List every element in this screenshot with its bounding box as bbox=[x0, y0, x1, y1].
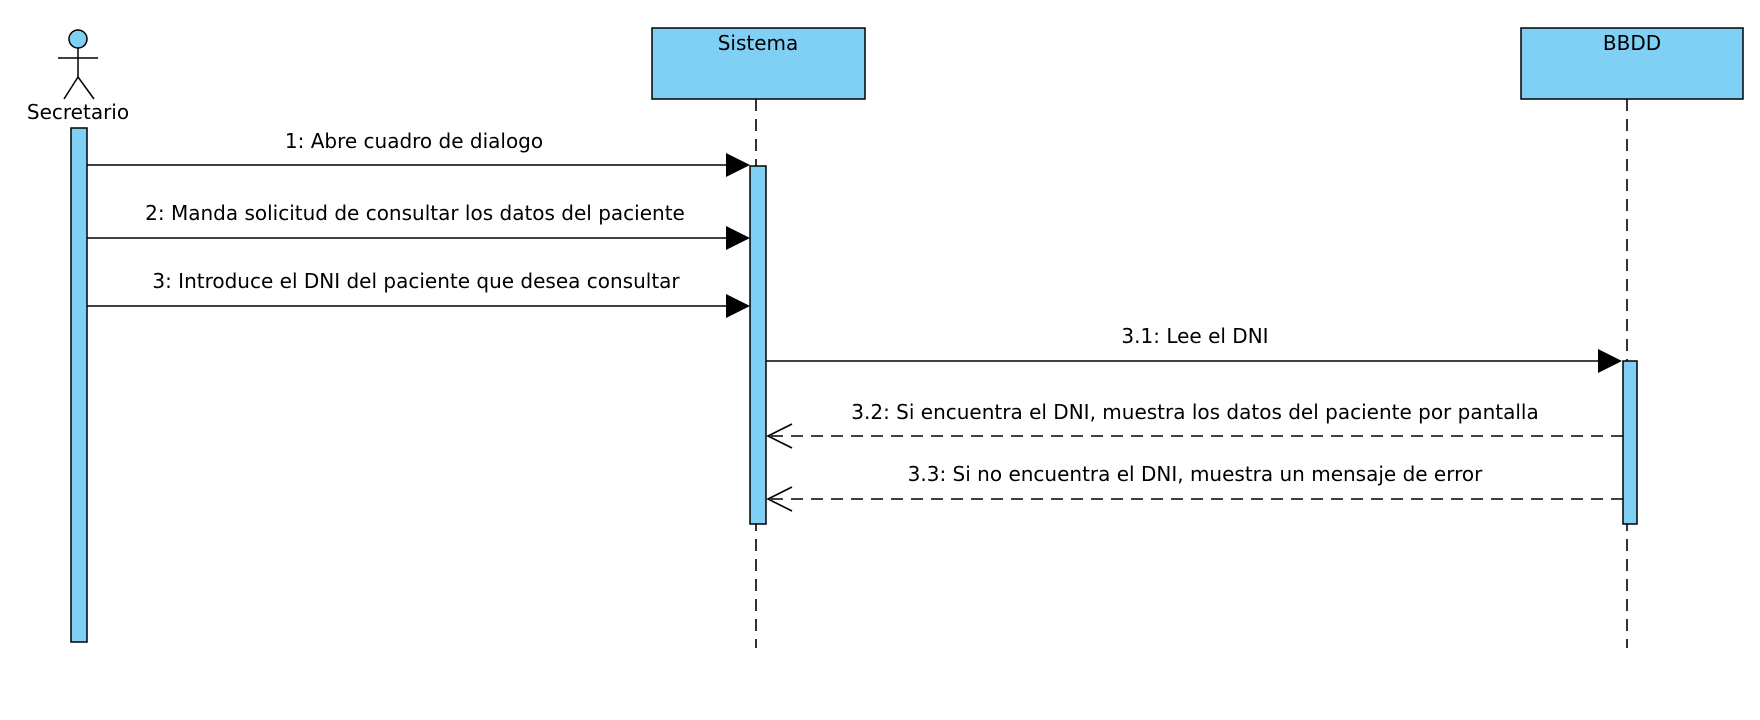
message-3-1-label: 3.1: Lee el DNI bbox=[1121, 324, 1268, 348]
actor-leg-left bbox=[63, 76, 79, 100]
actor-secretario: Secretario bbox=[27, 29, 129, 124]
message-3-2: 3.2: Si encuentra el DNI, muestra los da… bbox=[766, 400, 1623, 449]
participant-bbdd: BBDD bbox=[1520, 27, 1744, 100]
actor-name-secretario: Secretario bbox=[27, 100, 129, 124]
message-3-2-open-arrowhead-icon bbox=[766, 423, 793, 449]
message-1-label: 1: Abre cuadro de dialogo bbox=[285, 129, 543, 153]
activation-bar-bbdd bbox=[1622, 360, 1638, 525]
activation-bar-sistema bbox=[749, 165, 767, 525]
message-3-3-open-arrowhead-icon bbox=[766, 486, 793, 512]
message-2-arrowhead-icon bbox=[726, 226, 750, 250]
message-3-arrowhead-icon bbox=[726, 294, 750, 318]
participant-box-sistema bbox=[651, 27, 866, 100]
actor-leg-right bbox=[77, 76, 95, 100]
message-3: 3: Introduce el DNI del paciente que des… bbox=[87, 269, 750, 318]
participant-name-sistema: Sistema bbox=[718, 31, 799, 55]
message-1-arrowhead-icon bbox=[726, 153, 750, 177]
participant-name-bbdd: BBDD bbox=[1603, 31, 1661, 55]
message-3-3-label: 3.3: Si no encuentra el DNI, muestra un … bbox=[908, 462, 1483, 486]
message-3-1-arrowhead-icon bbox=[1598, 349, 1622, 373]
message-3-label: 3: Introduce el DNI del paciente que des… bbox=[152, 269, 680, 293]
activation-bar-secretario bbox=[70, 127, 88, 643]
actor-head-icon bbox=[68, 29, 88, 49]
participant-sistema: Sistema bbox=[651, 27, 866, 100]
message-3-2-label: 3.2: Si encuentra el DNI, muestra los da… bbox=[851, 400, 1538, 424]
participant-box-bbdd bbox=[1520, 27, 1744, 100]
message-2-label: 2: Manda solicitud de consultar los dato… bbox=[145, 201, 685, 225]
message-2: 2: Manda solicitud de consultar los dato… bbox=[87, 201, 750, 250]
message-3-3: 3.3: Si no encuentra el DNI, muestra un … bbox=[766, 462, 1623, 512]
message-3-1: 3.1: Lee el DNI bbox=[766, 324, 1622, 373]
message-1: 1: Abre cuadro de dialogo bbox=[87, 129, 750, 177]
